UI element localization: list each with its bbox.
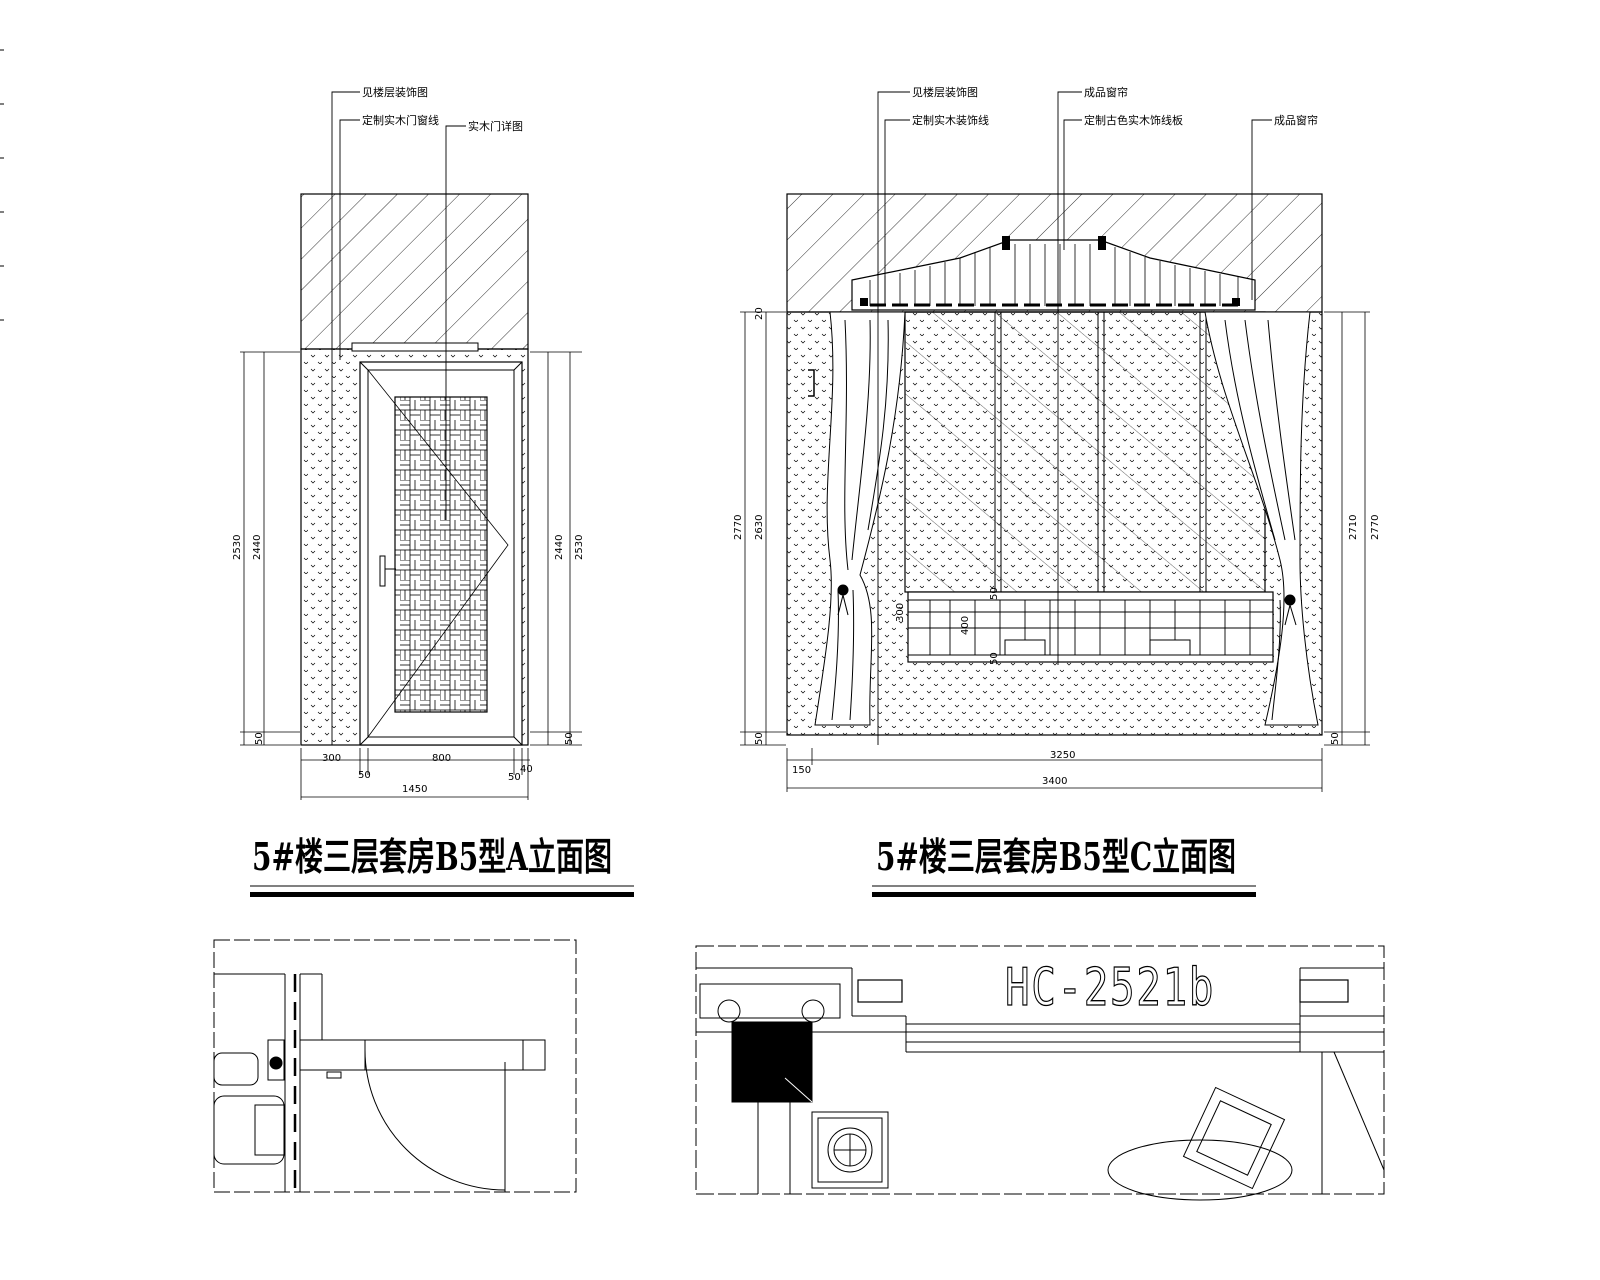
label-c-3: 成品窗帘 [1084, 85, 1128, 99]
label-c-2: 定制实木装饰线 [912, 113, 989, 127]
dim-a-h6: 1450 [402, 784, 427, 795]
dim-c-h3: 3400 [1042, 776, 1067, 787]
dim-c-v3: 2710 [1348, 515, 1359, 540]
dim-c-v1: 2770 [733, 515, 744, 540]
dim-a-v2: 2440 [252, 535, 263, 560]
curtain-left [814, 311, 906, 726]
dim-a-h5: 40 [520, 764, 533, 775]
rail-dim-2: 400 [960, 616, 971, 635]
ceiling-slab-a [300, 193, 529, 350]
dim-a-h1: 300 [322, 753, 341, 764]
dim-c-v2: 2630 [754, 515, 765, 540]
dim-c-v7: 50 [1330, 732, 1341, 745]
label-c-5: 成品窗帘 [1274, 113, 1318, 127]
label-c-1: 见楼层装饰图 [912, 85, 978, 99]
window-rail-lattice: 50 400 50 300 [895, 587, 1274, 665]
label-a-3: 实木门详图 [468, 119, 523, 133]
window-c [904, 311, 1266, 593]
dim-c-h2: 3250 [1050, 750, 1075, 761]
dim-a-h2: 800 [432, 753, 451, 764]
curtain-right [1204, 311, 1319, 726]
label-a-1: 见楼层装饰图 [362, 85, 428, 99]
rail-dim-3: 50 [989, 652, 1000, 665]
cabinet-block [731, 1021, 813, 1103]
door-panel-lattice [394, 396, 488, 713]
rail-dim-4: 300 [895, 603, 906, 622]
plan-left [213, 939, 577, 1193]
door-handle [379, 555, 386, 587]
dim-a-v6: 50 [564, 732, 575, 745]
plan-code-label: HC-2521b [1005, 958, 1215, 1018]
dim-a-v5: 50 [254, 732, 265, 745]
curtain-pelmet [851, 236, 1256, 311]
plan-right [695, 945, 1385, 1201]
title-c: 5#楼三层套房B5型C立面图 [876, 834, 1236, 879]
dim-a-v4: 2530 [574, 535, 585, 560]
elevation-a: 见楼层装饰图 定制实木门窗线 实木门详图 2530 2440 2440 2530… [232, 85, 634, 897]
dim-c-h1: 150 [792, 765, 811, 776]
sheet-edge-ticks [0, 49, 4, 321]
dim-c-v6: 50 [754, 732, 765, 745]
chair [1182, 1086, 1286, 1190]
elevation-c: 50 400 50 300 [733, 85, 1381, 897]
rail-dim-1: 50 [989, 587, 1000, 600]
pipe-fixture [267, 1039, 285, 1081]
dim-a-v3: 2440 [554, 535, 565, 560]
floor-drain [811, 1111, 889, 1189]
dim-a-h4: 50 [508, 772, 521, 783]
dim-a-h3: 50 [358, 770, 371, 781]
label-c-4: 定制古色实木饰线板 [1084, 113, 1183, 127]
title-a: 5#楼三层套房B5型A立面图 [252, 834, 612, 879]
dim-c-v5: 20 [754, 307, 765, 320]
label-a-2: 定制实木门窗线 [362, 113, 439, 127]
round-table [1107, 1139, 1293, 1201]
dim-a-v1: 2530 [232, 535, 243, 560]
dim-c-v4: 2770 [1370, 515, 1381, 540]
